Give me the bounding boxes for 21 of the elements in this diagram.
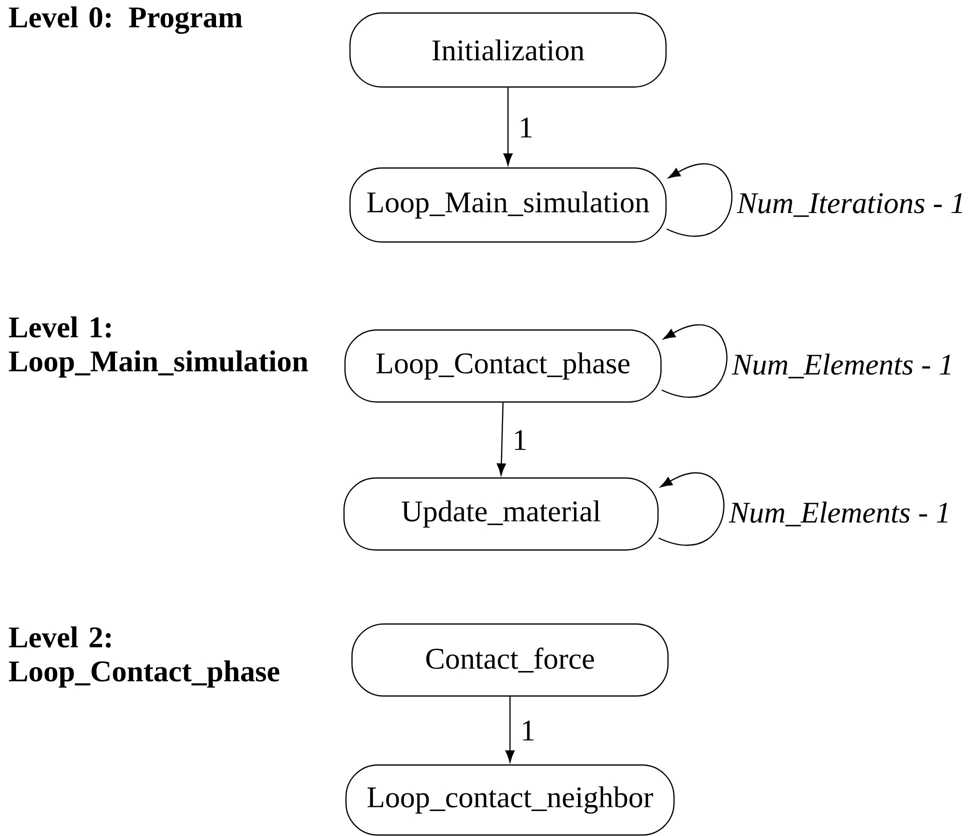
arrow [496,402,506,476]
level-heading: Level 1: Loop_Main_simulation [8,316,308,378]
level-heading: Level 2: Loop_Contact_phase [8,626,280,688]
loop-arrow [658,472,724,546]
process-box: Update_material [343,477,659,551]
loop-arrow [661,324,728,398]
process-box: Contact_force [351,623,669,697]
process-box: Loop_Contact_phase [344,329,662,403]
edge-label: 1 [515,430,526,450]
level-heading: Level 0: Program [8,6,242,34]
arrow [505,696,515,762]
edge-label: 1 [523,720,534,740]
process-box: Loop_Main_simulation [349,167,667,243]
edge-label: Num_Iterations - 1 [736,193,962,217]
edge-label: Num_Elements - 1 [732,354,950,378]
loop-arrow [666,164,732,236]
edge-label: Num_Elements - 1 [728,502,948,526]
process-box: Initialization [349,12,667,88]
edge-label: 1 [521,118,532,138]
arrow [503,88,513,166]
process-box: Loop_contact_neighbor [345,764,675,836]
